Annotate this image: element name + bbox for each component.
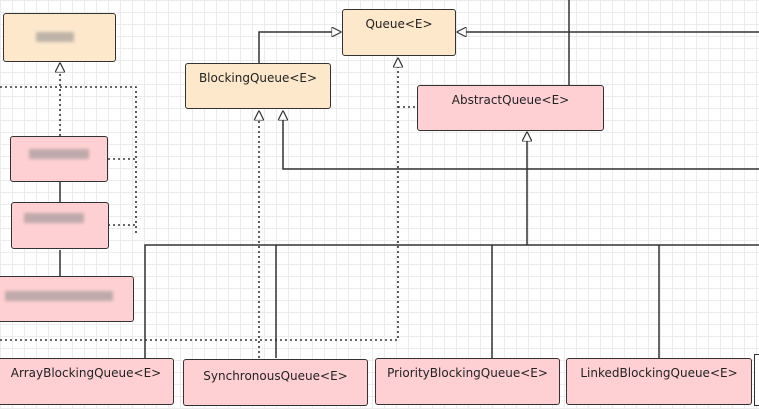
edge-dotted-queue [0,58,398,341]
synchronous-queue-class-node[interactable]: SynchronousQueue<E> [183,359,368,406]
synchronous-queue-label: SynchronousQueue<E> [203,369,348,383]
array-blocking-queue-label: ArrayBlockingQueue<E> [10,366,162,380]
redacted-node-bottom [0,276,134,322]
edge-blockingqueue-queue [258,32,341,63]
linked-blocking-queue-class-node[interactable]: LinkedBlockingQueue<E> [566,358,752,405]
edge-blockingqueue-return [283,111,759,170]
redacted-node-lower [11,202,109,249]
queue-interface-node[interactable]: Queue<E> [342,9,456,56]
redacted-node-middle [10,136,108,182]
linked-blocking-queue-label: LinkedBlockingQueue<E> [580,366,738,380]
priority-blocking-queue-label: PriorityBlockingQueue<E> [387,366,548,380]
edge-abstractqueue-bus [144,132,759,358]
priority-blocking-queue-class-node[interactable]: PriorityBlockingQueue<E> [375,358,560,405]
queue-label: Queue<E> [365,17,433,31]
array-blocking-queue-class-node[interactable]: ArrayBlockingQueue<E> [0,358,174,405]
blocking-queue-label: BlockingQueue<E> [198,71,318,85]
offscreen-node-edge [754,354,759,406]
redacted-node-top [3,13,116,62]
abstract-queue-label: AbstractQueue<E> [451,93,570,107]
abstract-queue-class-node[interactable]: AbstractQueue<E> [417,85,604,131]
blocking-queue-interface-node[interactable]: BlockingQueue<E> [185,63,331,109]
